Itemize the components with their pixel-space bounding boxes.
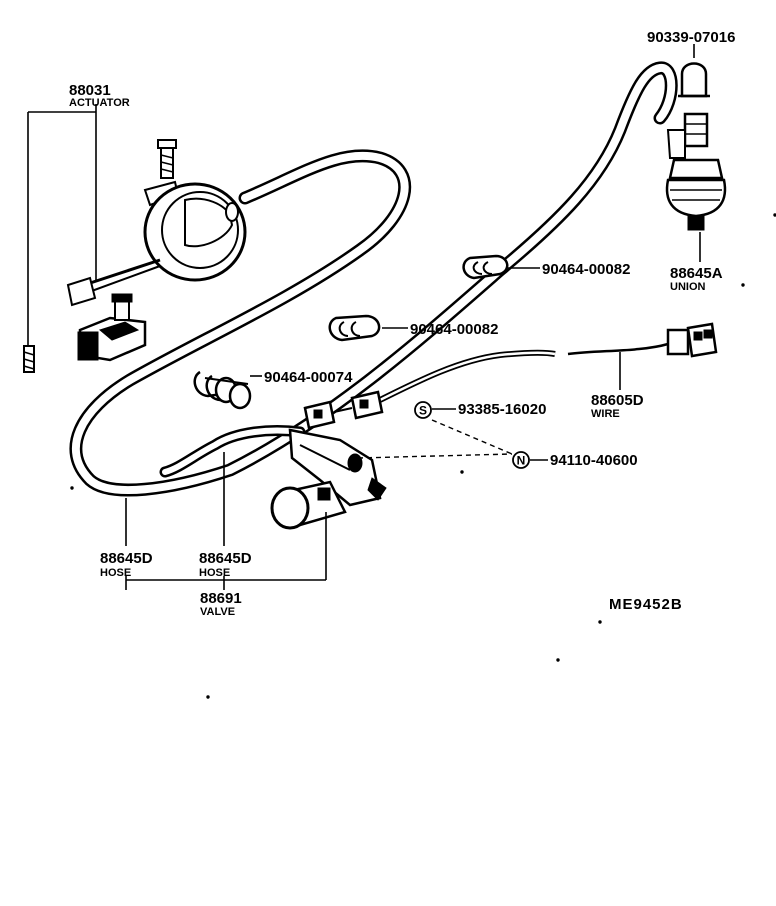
screw-symbol-circle — [414, 401, 432, 419]
clip-lower-drawing[interactable] — [193, 370, 252, 410]
nut-part-number: 94110-40600 — [550, 452, 638, 469]
bulb-part-number: 90339-07016 — [647, 29, 735, 46]
drawing-code: ME9452B — [609, 596, 683, 613]
nut-symbol-circle — [512, 451, 530, 469]
hose-outer-part-number: 88645D — [100, 550, 153, 567]
wire-drawing[interactable] — [303, 322, 718, 430]
hose-inner-name: HOSE — [199, 567, 230, 579]
hose-loop[interactable] — [69, 61, 678, 497]
specks — [70, 213, 776, 699]
union-part-number: 88645A — [670, 265, 723, 282]
clip-middle-part-number: 90464-00082 — [410, 321, 498, 338]
wire-part-number: 88605D — [591, 392, 644, 409]
nut-symbol: N — [517, 454, 526, 468]
valve-part-number: 88691 — [200, 590, 242, 607]
valve-drawing[interactable] — [270, 428, 387, 530]
union-drawing[interactable] — [665, 112, 727, 231]
valve-name: VALVE — [200, 606, 235, 618]
screw-part-number: 93385-16020 — [458, 401, 546, 418]
union-name: UNION — [670, 281, 706, 293]
actuator-part-number: 88031 — [69, 82, 111, 99]
clip-middle-drawing[interactable] — [328, 314, 381, 342]
hose-outer-name: HOSE — [100, 567, 131, 579]
actuator-drawing[interactable] — [23, 139, 247, 373]
wire-name: WIRE — [591, 408, 620, 420]
screw-symbol: S — [419, 404, 427, 418]
screw-nut-dashed-link — [431, 419, 513, 455]
clip-upper-part-number: 90464-00082 — [542, 261, 630, 278]
valve-dashed-link — [357, 453, 513, 459]
bulb-drawing[interactable] — [678, 62, 710, 98]
actuator-name: ACTUATOR — [69, 97, 130, 109]
hose-inner-part-number: 88645D — [199, 550, 252, 567]
actuator-leader — [27, 104, 97, 345]
leader-lines — [125, 44, 701, 590]
hose-inner-drawing[interactable] — [159, 425, 306, 478]
clip-lower-part-number: 90464-00074 — [264, 369, 353, 386]
clip-upper-drawing[interactable] — [462, 254, 509, 280]
